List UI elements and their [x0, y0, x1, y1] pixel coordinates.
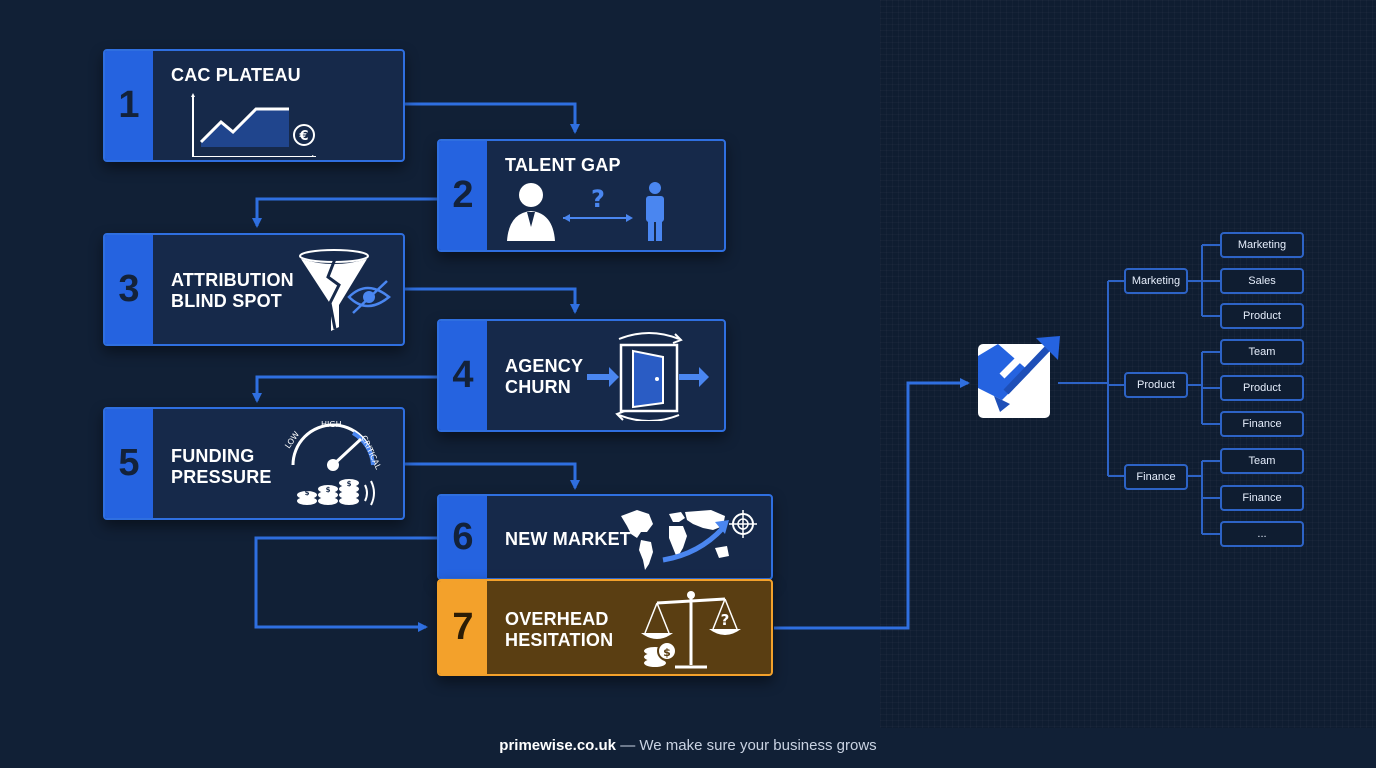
world-map-target-icon: [621, 510, 757, 570]
tree-leaf[interactable]: Marketing: [1220, 232, 1304, 258]
people-question-icon: ?: [507, 182, 664, 241]
svg-text:CRITICAL: CRITICAL: [359, 434, 383, 471]
revolving-door-icon: [587, 332, 709, 421]
step-title: TALENT GAP: [505, 155, 621, 175]
growth-arrow-logo-icon: [978, 336, 1060, 418]
tree-branch-3: [1188, 460, 1220, 535]
line-chart-euro-icon: €: [191, 93, 316, 157]
step-title: AGENCY CHURN: [505, 356, 584, 397]
step-title: FUNDING PRESSURE: [171, 446, 272, 487]
footer: primewise.co.uk — We make sure your busi…: [0, 737, 1376, 754]
step-number: 7: [439, 581, 487, 674]
step-6-card[interactable]: 6 NEW MARKET: [437, 494, 773, 580]
step-title: OVERHEAD HESITATION: [505, 609, 614, 650]
svg-text:$: $: [326, 486, 331, 494]
pressure-gauge-coins-icon: LOW HIGH CRITICAL $ $ $: [283, 420, 383, 506]
tree-leaf[interactable]: Team: [1220, 339, 1304, 365]
tree-trunk: [1058, 280, 1124, 477]
tree-branch-product[interactable]: Product: [1124, 372, 1188, 398]
connector-6-7: [254, 536, 437, 632]
scales-coins-icon: ? $: [641, 591, 741, 669]
tree-leaf[interactable]: Product: [1220, 303, 1304, 329]
connector-7-logo: [774, 378, 970, 630]
footer-brand[interactable]: primewise.co.uk: [499, 737, 617, 754]
connector-4-5: [252, 375, 437, 403]
tree-leaf[interactable]: Product: [1220, 375, 1304, 401]
step-number: 4: [439, 321, 487, 430]
step-number: 1: [105, 51, 153, 160]
svg-text:$: $: [347, 480, 352, 488]
svg-text:€: €: [298, 129, 308, 144]
svg-text:$: $: [305, 489, 310, 497]
tree-leaf[interactable]: Finance: [1220, 485, 1304, 511]
step-number: 5: [105, 409, 153, 518]
connector-2-3: [252, 197, 437, 228]
tree-leaf[interactable]: Finance: [1220, 411, 1304, 437]
step-title: NEW MARKET: [505, 529, 631, 549]
step-number: 3: [105, 235, 153, 344]
step-1-card[interactable]: 1 CAC PLATEAU €: [103, 49, 405, 162]
connector-3-4: [404, 287, 580, 314]
footer-tagline: — We make sure your business grows: [620, 737, 877, 754]
tree-leaf[interactable]: Team: [1220, 448, 1304, 474]
svg-text:$: $: [663, 646, 671, 659]
tree-branch-1: [1188, 244, 1220, 317]
step-7-card[interactable]: 7 OVERHEAD HESITATION ? $: [437, 579, 773, 676]
tree-branch-2: [1188, 351, 1220, 425]
tree-branch-marketing[interactable]: Marketing: [1124, 268, 1188, 294]
step-3-card[interactable]: 3 ATTRIBUTION BLIND SPOT: [103, 233, 405, 346]
tree-leaf[interactable]: Sales: [1220, 268, 1304, 294]
connector-1-2: [404, 102, 580, 134]
broken-funnel-eye-icon: [299, 249, 391, 331]
tree-branch-finance[interactable]: Finance: [1124, 464, 1188, 490]
svg-text:?: ?: [721, 611, 730, 629]
connector-5-6: [404, 462, 580, 490]
step-5-card[interactable]: 5 FUNDING PRESSURE LOW HIGH CRITICAL $ $…: [103, 407, 405, 520]
step-title: ATTRIBUTION BLIND SPOT: [171, 270, 294, 311]
step-title: CAC PLATEAU: [171, 65, 301, 85]
tree-leaf[interactable]: ...: [1220, 521, 1304, 547]
step-4-card[interactable]: 4 AGENCY CHURN: [437, 319, 726, 432]
svg-text:?: ?: [591, 185, 605, 213]
svg-text:HIGH: HIGH: [321, 420, 342, 429]
step-number: 2: [439, 141, 487, 250]
step-number: 6: [439, 496, 487, 578]
step-2-card[interactable]: 2 TALENT GAP ?: [437, 139, 726, 252]
